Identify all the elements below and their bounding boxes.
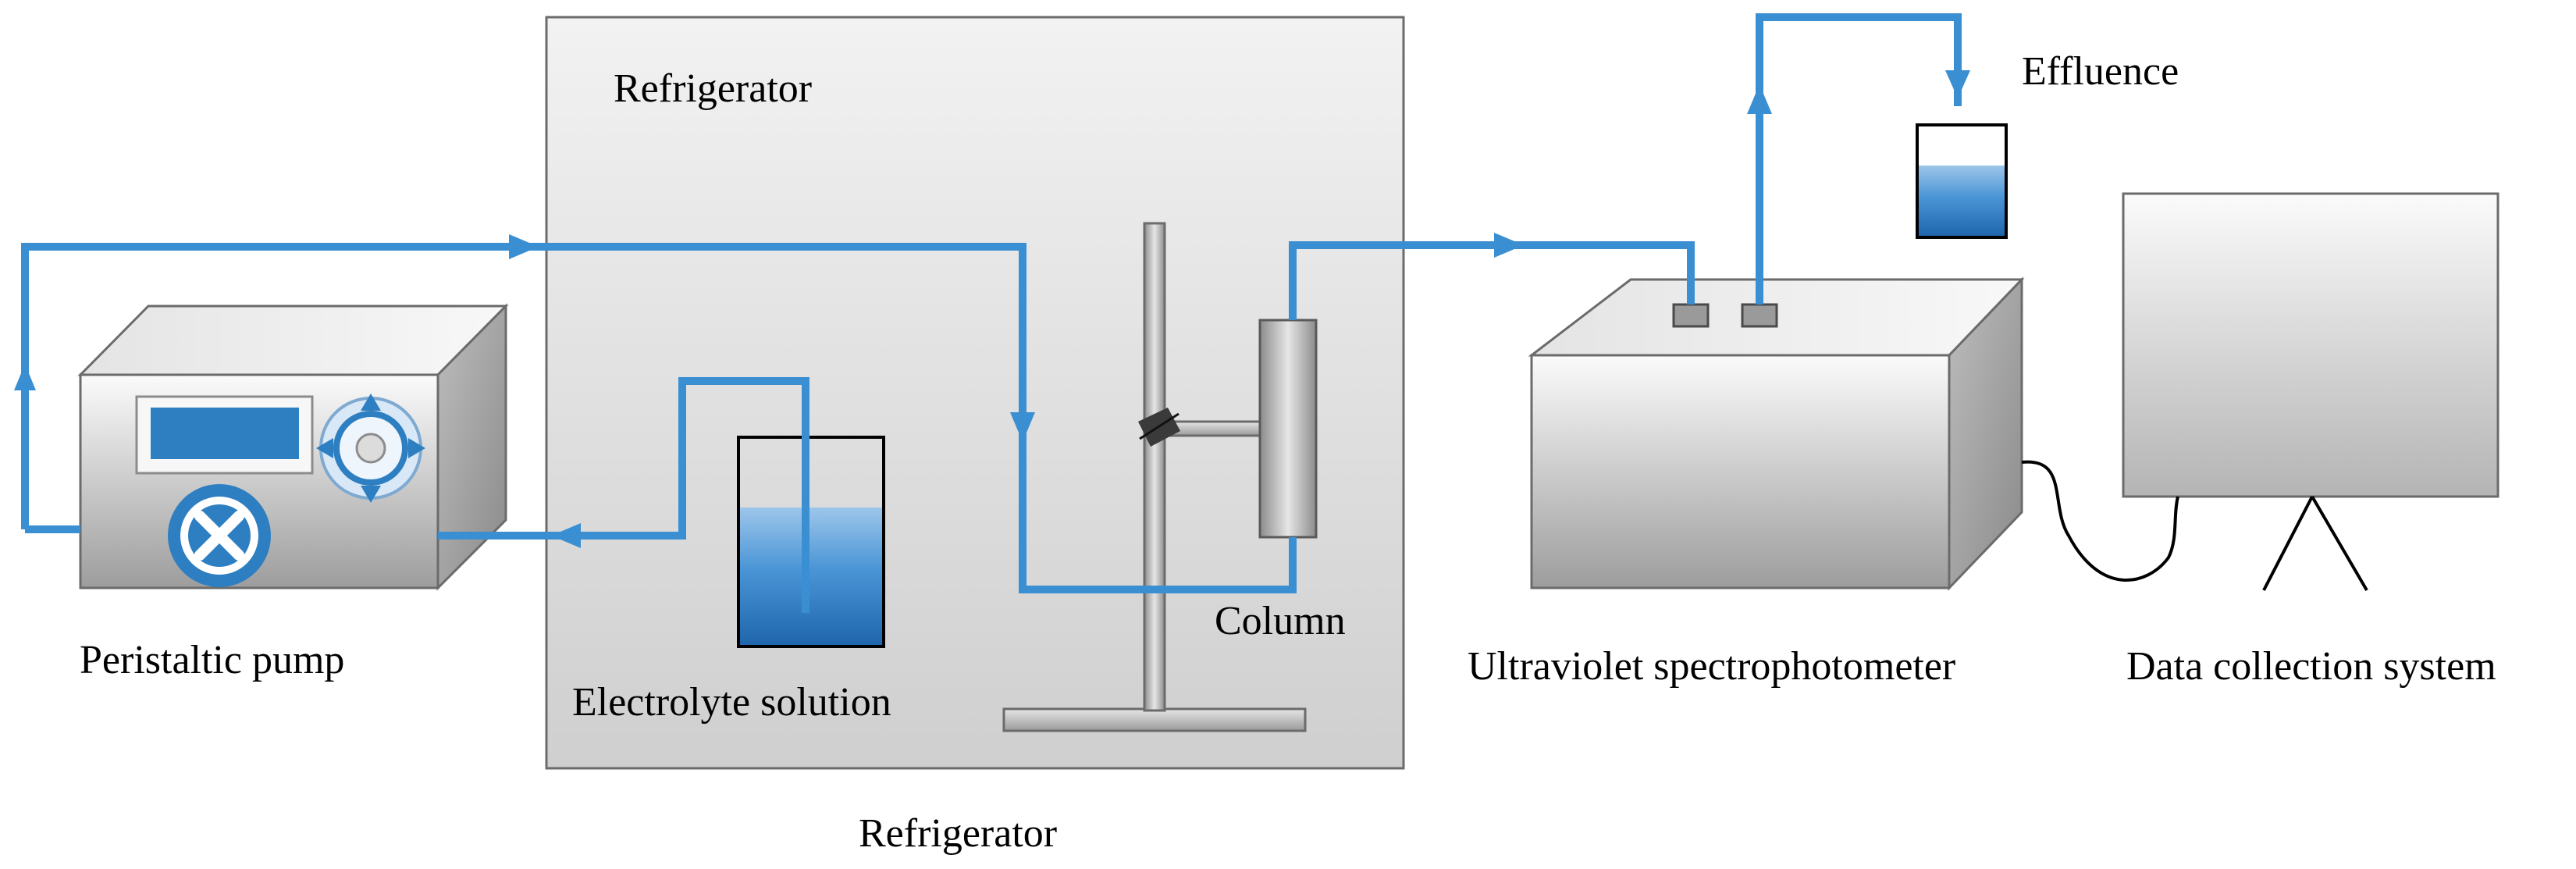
refrigerator-caption: Refrigerator [859,811,1057,856]
uv-front-face [1530,354,1951,589]
peristaltic-pump-label: Peristaltic pump [80,638,344,682]
beaker-outline [737,436,885,648]
tubing-electrolyte-to-pump [438,377,809,613]
monitor-leg-right [2311,495,2368,592]
electrolyte-beaker [737,436,885,648]
peristaltic-pump [77,303,509,591]
tubing-column-to-uv [1289,241,1695,320]
pump-top-face [77,305,509,376]
data-collection-system-label: Data collection system [2126,644,2496,689]
refrigerator-inner-label: Refrigerator [614,66,812,111]
data-collection-system [2122,192,2500,592]
effluence-label: Effluence [2022,49,2179,94]
arrow-icon [1494,233,1524,258]
x-wheel-icon [168,484,271,587]
clamp-knob-icon [1138,408,1180,447]
effluence-beaker [1916,123,2008,239]
electrolyte-liquid [740,508,882,645]
arrow-icon [551,523,581,548]
column [1258,319,1318,539]
pump-display [151,408,299,459]
stand-base [1002,707,1307,732]
uv-spectrophotometer-label: Ultraviolet spectrophotometer [1468,644,1955,689]
signal-cable [2021,460,2179,582]
arrow-icon [1747,84,1772,114]
arrow-icon [509,234,539,259]
arrow-icon [1945,70,1970,98]
arrow-cross-dial-icon [316,394,425,503]
effluence-liquid [1919,166,2005,236]
flow-arrows [14,70,1970,548]
monitor-screen [2122,192,2500,498]
effluence-beaker-outline [1916,123,2008,239]
tubing-uv-to-effluence [1756,13,1962,305]
uv-outlet-port [1741,303,1778,328]
monitor-leg-left [2262,496,2314,591]
uv-spectrophotometer [1528,276,2025,591]
uv-inlet-port [1672,303,1710,328]
electrolyte-solution-label: Electrolyte solution [572,680,891,725]
column-stand [1002,222,1307,732]
arrow-icon [1010,412,1035,442]
stand-rod [1143,222,1166,712]
arrow-icon [14,364,36,390]
column-label: Column [1215,599,1346,643]
